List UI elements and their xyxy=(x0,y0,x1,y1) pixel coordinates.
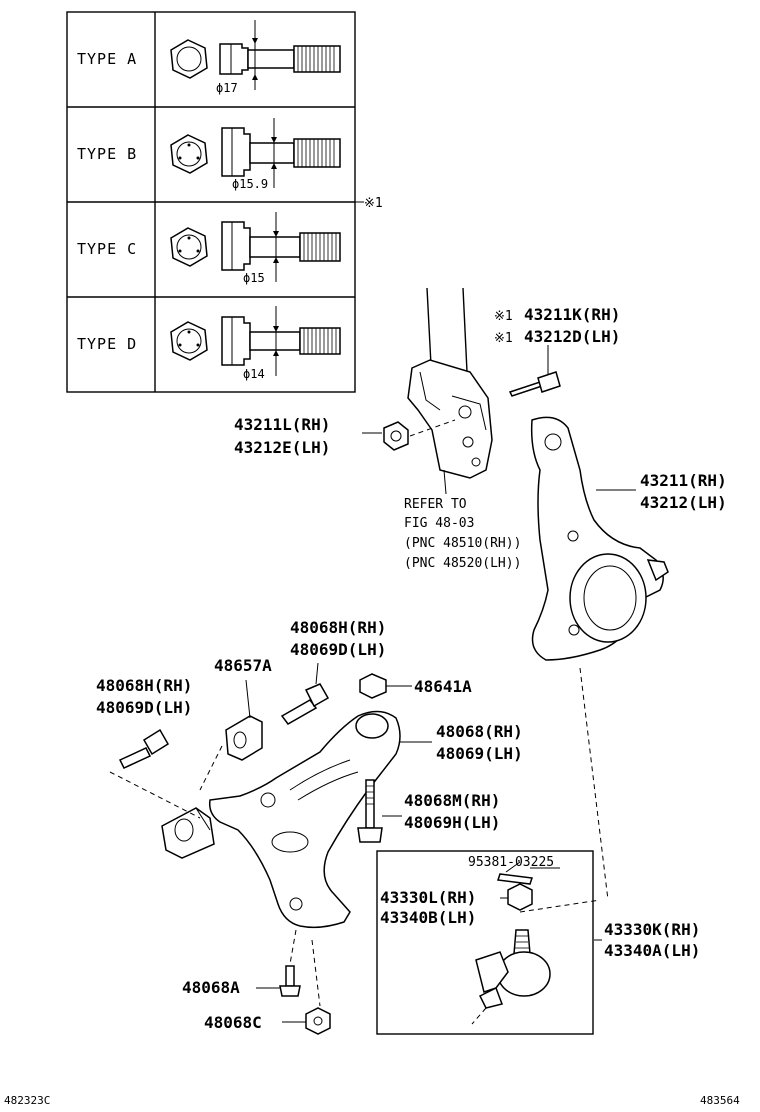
label-43212: 43212(LH) xyxy=(640,493,727,512)
type-b-diameter: ϕ15.9 xyxy=(232,177,268,191)
type-d-diameter: ϕ14 xyxy=(243,367,265,381)
label-95381: 95381-03225 xyxy=(468,855,554,870)
stud-type-a-drawing: ϕ17 xyxy=(170,20,341,95)
bolt-mark-rh: ※1 xyxy=(494,309,513,324)
label-43212d: 43212D(LH) xyxy=(524,327,620,346)
refer-line-1: REFER TO xyxy=(404,497,467,512)
label-48068c: 48068C xyxy=(204,1013,262,1032)
label-48069: 48069(LH) xyxy=(436,744,523,763)
strut-bolt-drawing xyxy=(508,356,561,397)
label-48069h: 48069H(LH) xyxy=(404,813,500,832)
label-48068: 48068(RH) xyxy=(436,722,523,741)
label-48657a: 48657A xyxy=(214,656,272,675)
strut-assembly-drawing xyxy=(407,287,493,495)
type-a-label: TYPE A xyxy=(77,50,137,68)
label-48068m: 48068M(RH) xyxy=(404,791,500,810)
callout-labels: ※1 43211K(RH) ※1 43212D(LH) 43211L(RH) 4… xyxy=(4,305,740,1107)
label-43212e: 43212E(LH) xyxy=(234,438,330,457)
strut-nut-drawing xyxy=(383,419,456,451)
label-43340a: 43340A(LH) xyxy=(604,941,700,960)
stud-type-table: ※1 TYPE A TYPE B TYPE C TYPE D ϕ17 xyxy=(66,11,383,393)
label-43340b: 43340B(LH) xyxy=(380,908,476,927)
arm-bolt-top-drawing xyxy=(280,683,330,725)
arm-nut-48641a-drawing xyxy=(359,673,412,699)
label-43211l: 43211L(RH) xyxy=(234,415,330,434)
type-d-label: TYPE D xyxy=(77,335,137,353)
footer-left-code: 482323C xyxy=(4,1094,50,1107)
footer-right-code: 483564 xyxy=(700,1094,740,1107)
label-48068a: 48068A xyxy=(182,978,240,997)
stud-type-c-drawing: ϕ15 xyxy=(170,212,341,285)
lower-control-arm-drawing xyxy=(161,710,401,929)
label-43330k: 43330K(RH) xyxy=(604,920,700,939)
label-43211k: 43211K(RH) xyxy=(524,305,620,324)
refer-line-3: (PNC 48510(RH)) xyxy=(404,536,521,551)
label-48069d-top: 48069D(LH) xyxy=(290,640,386,659)
leader-lines xyxy=(245,345,636,1023)
type-c-diameter: ϕ15 xyxy=(243,271,265,285)
stud-type-d-drawing: ϕ14 xyxy=(170,306,341,381)
arm-bottom-nut-drawing xyxy=(305,939,331,1035)
label-48069d-left: 48069D(LH) xyxy=(96,698,192,717)
label-48068h-left: 48068H(RH) xyxy=(96,676,192,695)
arm-bolt-left-drawing xyxy=(109,728,201,819)
label-48641a: 48641A xyxy=(414,677,472,696)
type-c-label: TYPE C xyxy=(77,240,137,258)
label-43211: 43211(RH) xyxy=(640,471,727,490)
arm-bottom-bolt-drawing xyxy=(279,929,301,997)
stud-type-b-drawing: ϕ15.9 xyxy=(170,118,341,191)
type-a-diameter: ϕ17 xyxy=(216,81,238,95)
table-note-mark: ※1 xyxy=(364,196,383,211)
refer-line-4: (PNC 48520(LH)) xyxy=(404,556,521,571)
steering-knuckle-drawing xyxy=(530,416,669,901)
label-48068h-top: 48068H(RH) xyxy=(290,618,386,637)
type-b-label: TYPE B xyxy=(77,145,137,163)
label-43330l: 43330L(RH) xyxy=(380,888,476,907)
arm-bolt-vertical-drawing xyxy=(357,779,402,843)
refer-line-2: FIG 48-03 xyxy=(404,516,474,531)
ball-joint-box xyxy=(376,850,601,1035)
bolt-mark-lh: ※1 xyxy=(494,331,513,346)
arm-bracket-drawing xyxy=(199,715,263,791)
